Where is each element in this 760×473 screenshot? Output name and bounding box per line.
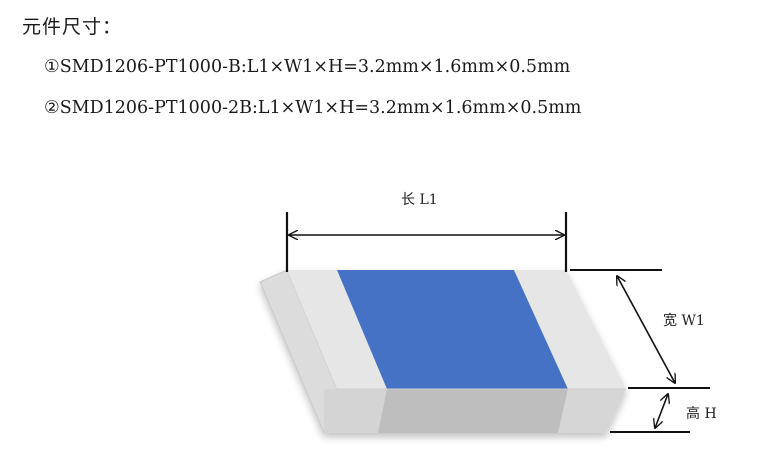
height-arrow (655, 394, 668, 428)
spec-line-1: ①SMD1206-PT1000-B:L1×W1×H=3.2mm×1.6mm×0.… (44, 57, 570, 77)
spec-text-2: SMD1206-PT1000-2B:L1×W1×H=3.2mm×1.6mm×0.… (59, 98, 582, 118)
chip-body (259, 269, 626, 435)
chip-front-body (378, 389, 568, 433)
height-label: 高 H (686, 405, 717, 422)
width-arrow (617, 276, 675, 383)
length-label: 长 L1 (401, 192, 438, 208)
chip-front-right-terminal (558, 389, 626, 433)
height-dimension: 高 H (610, 394, 717, 433)
width-dimension: 宽 W1 (570, 269, 710, 389)
page-heading: 元件尺寸： (22, 16, 123, 38)
chip-top-left-terminal (287, 270, 387, 389)
width-label: 宽 W1 (663, 312, 705, 329)
chip-front-left-terminal (324, 389, 387, 433)
spec-line-2: ②SMD1206-PT1000-2B:L1×W1×H=3.2mm×1.6mm×0… (44, 98, 581, 118)
length-dimension: 长 L1 (285, 192, 568, 272)
chip-resistive-layer (337, 270, 568, 389)
chip-top-right-terminal (514, 270, 626, 389)
spec-marker-2: ② (44, 98, 60, 118)
spec-marker-1: ① (44, 57, 60, 77)
spec-text-1: SMD1206-PT1000-B:L1×W1×H=3.2mm×1.6mm×0.5… (59, 57, 571, 77)
